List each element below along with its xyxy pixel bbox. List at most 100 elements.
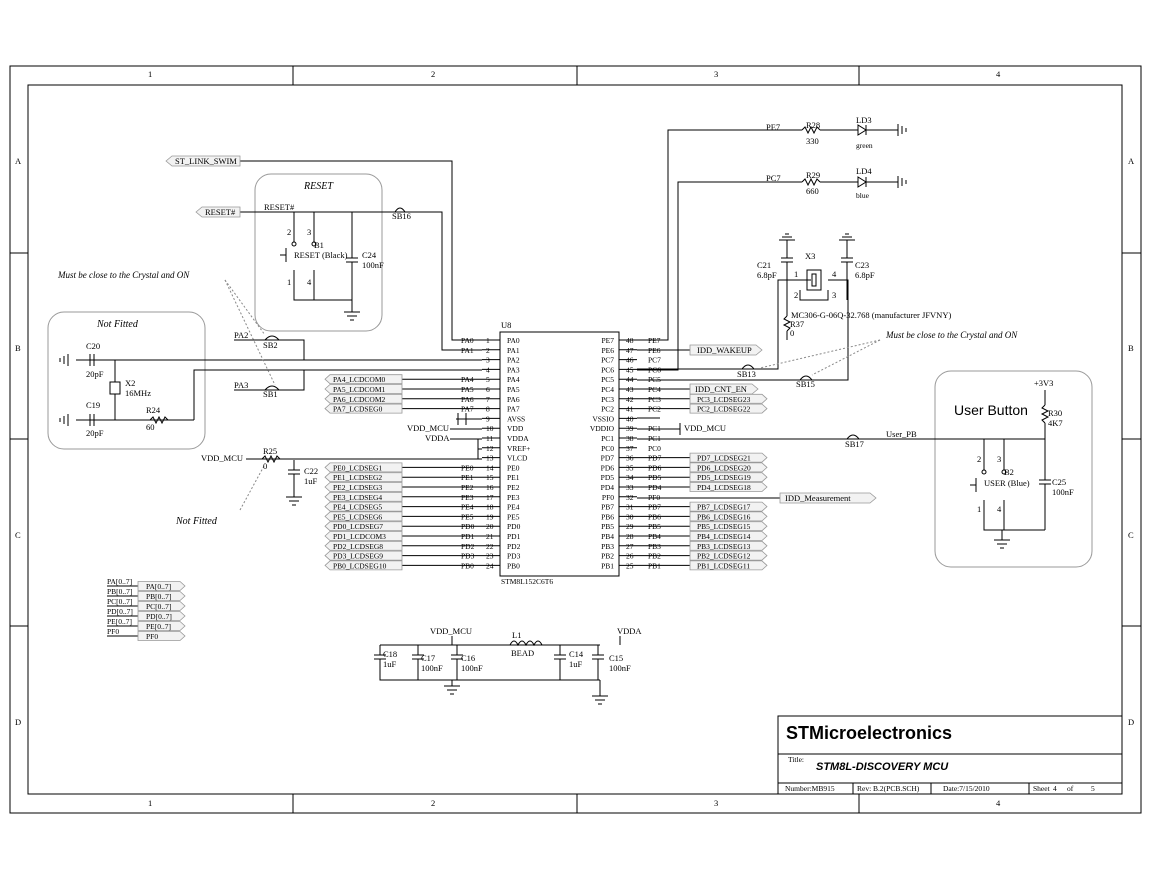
lcd-net-tag: PE4_LCDSEG5	[333, 503, 382, 512]
mcu-pin-name: PE4	[507, 503, 520, 512]
mcu-pin-number: 35	[626, 463, 634, 472]
lcd-net-tag: PD6_LCDSEG20	[697, 463, 751, 472]
lcd-net-tag: PB2_LCDSEG12	[697, 552, 751, 561]
value-c24: 100nF	[362, 260, 384, 270]
lcd-net-tag: PC2_LCDSEG22	[697, 405, 751, 414]
port-idd-wakeup: IDD_WAKEUP	[697, 345, 752, 355]
net-pa2: PA2	[234, 330, 248, 340]
b2-pin4: 4	[997, 504, 1002, 514]
value-c19: 20pF	[86, 428, 104, 438]
lcd-net-tag: PD0_LCDSEG7	[333, 522, 383, 531]
revision: Rev: B.2(PCB.SCH)	[857, 784, 920, 793]
bus-port-tag: PF0	[146, 632, 158, 641]
label-c15: C15	[609, 653, 623, 663]
value-r30: 4K7	[1048, 418, 1063, 428]
mcu-ref: U8	[501, 320, 511, 330]
mcu-pin-number: 25	[626, 561, 634, 570]
resistor-r37-icon	[782, 315, 792, 332]
port-idd-cnt-en: IDD_CNT_EN	[695, 384, 747, 394]
desc-b2: USER (Blue)	[984, 478, 1030, 488]
value-c16: 100nF	[461, 663, 483, 673]
pin-net-label: PF0	[648, 493, 660, 502]
mcu-pin-number: 34	[626, 473, 634, 482]
label-c25: C25	[1052, 477, 1066, 487]
mcu-pin-name: VLCD	[507, 454, 528, 463]
solder-bridge-icon	[264, 207, 860, 440]
value-c17: 100nF	[421, 663, 443, 673]
mcu-pin-name: PD5	[601, 473, 615, 482]
component-symbols: PA[0..7]PB[0..7]PC[0..7]PD[0..7]PE[0..7]…	[59, 124, 1051, 705]
mcu-pin-name: PE0	[507, 463, 520, 472]
mcu-pin-number: 26	[626, 552, 634, 561]
lcd-net-tag: PB3_LCDSEG13	[697, 542, 751, 551]
bus-port-tag: PA[0..7]	[146, 582, 171, 591]
mcu-pin-name: VSSIO	[592, 414, 614, 423]
component-labels: R28 330 LD3 green R29 660 LD4 blue C21 6…	[86, 115, 1074, 673]
push-button-b2-icon	[970, 390, 1046, 540]
net-vdda-power: VDDA	[617, 626, 642, 636]
mcu-pin-name: PD2	[507, 542, 521, 551]
note-arrow-icon	[224, 279, 881, 511]
value-r37: 0	[790, 328, 794, 338]
not-fitted-group-box	[47, 311, 206, 450]
sheet-of: of	[1067, 784, 1074, 793]
value-c22: 1uF	[304, 476, 318, 486]
label-c23: C23	[855, 260, 869, 270]
mcu-pin-name: VDD	[507, 424, 524, 433]
mcu-pin-name: PB1	[601, 561, 614, 570]
ground-icon	[59, 124, 907, 426]
mcu-pin-name: PB6	[601, 512, 614, 521]
value-c15: 100nF	[609, 663, 631, 673]
bus-wire-label: PD[0..7]	[107, 607, 133, 616]
mcu-pin-number: 29	[626, 522, 634, 531]
crystal-note-left: Must be close to the Crystal and ON	[57, 270, 190, 280]
label-l1: L1	[512, 630, 521, 640]
reset-group-title: RESET	[303, 181, 334, 192]
x3-part-number: MC306-G-06Q-32.768 (manufacturer JFVNY)	[791, 310, 951, 320]
label-c19: C19	[86, 400, 100, 410]
push-button-b1-icon	[280, 212, 317, 301]
mcu-u8-body	[499, 331, 620, 577]
lcd-net-tag: PA5_LCDCOM1	[333, 385, 385, 394]
title-block: STMicroelectronics Title: STM8L-DISCOVER…	[777, 715, 1123, 795]
label-sb17: SB17	[845, 439, 864, 449]
lcd-net-tag: PB4_LCDSEG14	[697, 532, 751, 541]
bus-wire-label: PF0	[107, 627, 119, 636]
mcu-pin-number: 12	[486, 444, 494, 453]
net-user-pb: User_PB	[886, 429, 917, 439]
mcu-pin-name: PD6	[601, 463, 615, 472]
value-ld3: green	[856, 141, 873, 150]
mcu-pin-name: PE2	[507, 483, 520, 492]
bus-port-tag: PD[0..7]	[146, 612, 172, 621]
value-c14: 1uF	[569, 659, 583, 669]
label-sb15: SB15	[796, 379, 815, 389]
mcu-pin-number: 11	[486, 434, 493, 443]
mcu-pin-number: 16	[486, 483, 494, 492]
frame-row-label: A	[15, 156, 22, 166]
lcd-net-tag: PD5_LCDSEG19	[697, 473, 751, 482]
mcu-pin-number: 7	[486, 395, 490, 404]
net-vdd-mcu-power: VDD_MCU	[430, 626, 472, 636]
value-x2: 16MHz	[125, 388, 151, 398]
lcd-net-tag: PE1_LCDSEG2	[333, 473, 382, 482]
mcu-pin-number: 46	[626, 356, 634, 365]
label-b1: B1	[314, 240, 324, 250]
label-c22: C22	[304, 466, 318, 476]
mcu-pin-name: PE3	[507, 493, 520, 502]
mcu-pin-name: VREF+	[507, 444, 530, 453]
net-reset: RESET#	[264, 202, 295, 212]
lcd-net-tag: PD7_LCDSEG21	[697, 454, 751, 463]
mcu-pin-number: 37	[626, 444, 634, 453]
bus-wire-label: PC[0..7]	[107, 597, 132, 606]
b1-pin3: 3	[307, 227, 311, 237]
date: Date:7/15/2010	[943, 784, 990, 793]
mcu-pin-name: PB3	[601, 542, 614, 551]
bus-wire-label: PA[0..7]	[107, 577, 132, 586]
mcu-pin-number: 17	[486, 493, 494, 502]
frame-col-label: 1	[148, 69, 152, 79]
mcu-pin-number: 23	[486, 552, 494, 561]
mcu-pin-name: PB0	[507, 561, 520, 570]
